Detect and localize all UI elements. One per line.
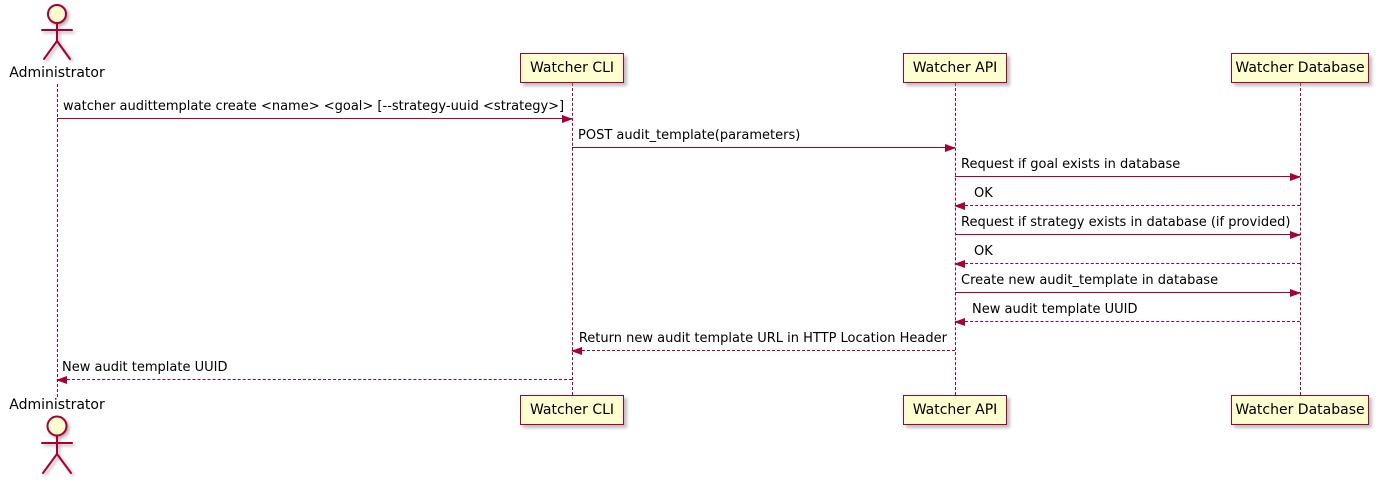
message-7: Create new audit_template in database <box>955 271 1301 297</box>
arrowhead-left-icon <box>954 202 965 210</box>
message-label: Return new audit template URL in HTTP Lo… <box>578 331 947 346</box>
participant-watcher-cli-bottom: Watcher CLI <box>520 395 624 425</box>
message-arrow <box>955 231 1301 239</box>
message-arrow <box>57 115 573 123</box>
lifeline-administrator <box>56 84 58 397</box>
message-arrow <box>955 173 1301 181</box>
message-arrow <box>571 347 955 355</box>
message-3: Request if goal exists in database <box>955 155 1301 181</box>
message-4: OK <box>954 184 1300 210</box>
administrator-actor-icon <box>41 415 73 474</box>
message-arrow <box>955 289 1301 297</box>
arrowhead-right-icon <box>1290 231 1301 239</box>
message-label: watcher audittemplate create <name> <goa… <box>63 99 565 114</box>
message-label: OK <box>974 186 993 201</box>
lifeline-watcher-cli <box>571 83 573 395</box>
message-arrow <box>56 376 572 384</box>
message-8: New audit template UUID <box>954 300 1300 326</box>
actor-label-administrator-top: Administrator <box>9 65 105 81</box>
message-arrow <box>954 318 1300 326</box>
lifeline-watcher-database <box>1299 83 1301 395</box>
message-arrow <box>954 202 1300 210</box>
participant-watcher-api-bottom: Watcher API <box>903 395 1007 425</box>
administrator-actor-icon <box>41 4 73 60</box>
actor-label-administrator-bottom: Administrator <box>9 397 105 413</box>
message-label: New audit template UUID <box>62 360 228 375</box>
message-label: Request if strategy exists in database (… <box>961 215 1291 230</box>
participant-watcher-database-bottom: Watcher Database <box>1231 395 1369 425</box>
message-arrow <box>572 144 956 152</box>
message-5: Request if strategy exists in database (… <box>955 213 1301 239</box>
arrowhead-left-icon <box>954 318 965 326</box>
arrowhead-left-icon <box>571 347 582 355</box>
arrowhead-right-icon <box>1290 173 1301 181</box>
arrowhead-right-icon <box>1290 289 1301 297</box>
lifeline-watcher-api <box>954 83 956 395</box>
message-label: Request if goal exists in database <box>961 157 1181 172</box>
arrowhead-left-icon <box>954 260 965 268</box>
arrowhead-left-icon <box>56 376 67 384</box>
message-1: watcher audittemplate create <name> <goa… <box>57 97 573 123</box>
message-2: POST audit_template(parameters) <box>572 126 956 152</box>
message-label: OK <box>974 244 993 259</box>
participant-watcher-cli-top: Watcher CLI <box>520 53 624 83</box>
arrowhead-right-icon <box>562 115 573 123</box>
message-label: POST audit_template(parameters) <box>578 128 801 143</box>
arrowhead-right-icon <box>945 144 956 152</box>
participant-watcher-database-top: Watcher Database <box>1231 53 1369 83</box>
participant-watcher-api-top: Watcher API <box>903 53 1007 83</box>
message-6: OK <box>954 242 1300 268</box>
message-label: New audit template UUID <box>972 302 1138 317</box>
message-9: Return new audit template URL in HTTP Lo… <box>571 329 955 355</box>
message-arrow <box>954 260 1300 268</box>
message-10: New audit template UUID <box>56 358 572 384</box>
message-label: Create new audit_template in database <box>961 273 1219 288</box>
